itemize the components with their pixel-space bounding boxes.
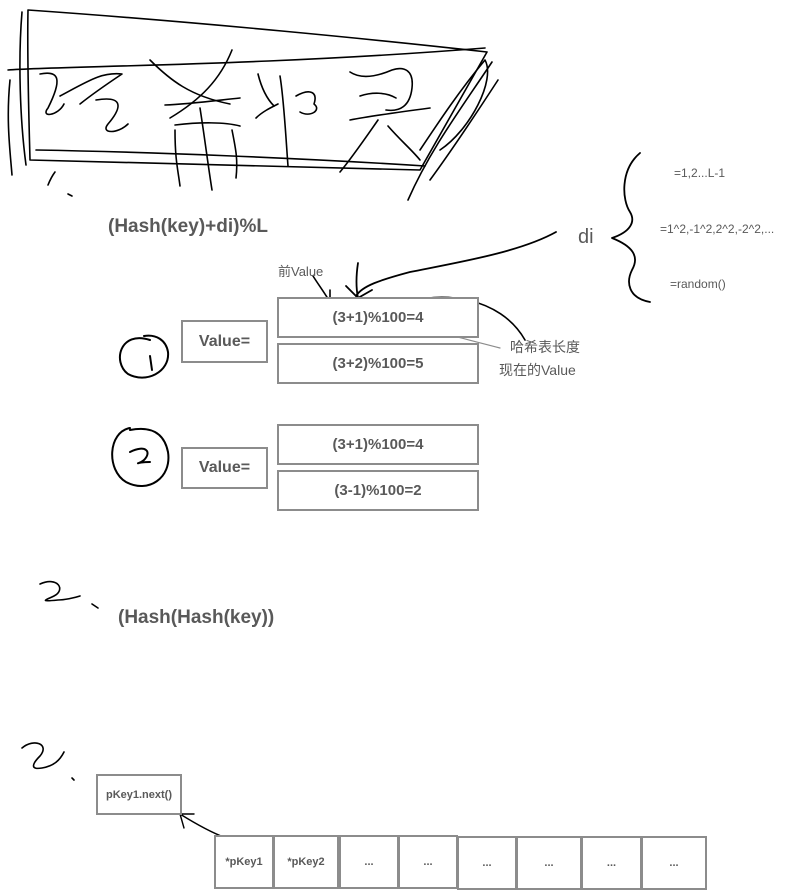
handwritten-number-2 <box>39 580 99 609</box>
di-label: di <box>578 226 594 248</box>
example-1-value-label: Value= <box>181 320 268 363</box>
bucket-cell: *pKey2 <box>273 835 339 889</box>
handwritten-number-3 <box>21 742 75 781</box>
bucket-cell: ... <box>339 835 399 889</box>
bucket-cell: ... <box>581 836 642 890</box>
bucket-cell: ... <box>641 836 707 890</box>
di-option-quadratic: =1^2,-1^2,2^2,-2^2,... <box>660 222 775 236</box>
bucket-cell: ... <box>516 836 582 890</box>
example-2-value-label: Value= <box>181 447 268 489</box>
di-arrow <box>355 231 557 297</box>
example-1-row-2: (3+2)%100=5 <box>277 343 479 384</box>
bucket-cell: ... <box>457 836 517 890</box>
example-2-row-2: (3-1)%100=2 <box>277 470 479 511</box>
formula-rehash: (Hash(Hash(key)) <box>118 607 275 628</box>
chain-next-box: pKey1.next() <box>96 774 182 815</box>
annotation-prev-value: 前Value <box>278 264 324 279</box>
bucket-cell: ... <box>398 835 458 889</box>
annotation-current-value: 现在的Value <box>499 362 576 378</box>
bucket-cell: *pKey1 <box>214 835 274 889</box>
di-option-random: =random() <box>670 277 726 291</box>
marker-1 <box>119 334 170 379</box>
di-brace <box>611 152 651 303</box>
example-1-row-1: (3+1)%100=4 <box>277 297 479 338</box>
di-option-linear: =1,2...L-1 <box>674 166 726 180</box>
annotation-table-length: 哈希表长度 <box>510 339 580 355</box>
formula-open-addressing: (Hash(key)+di)%L <box>108 216 268 237</box>
handwritten-title <box>7 9 499 201</box>
marker-2 <box>111 427 170 488</box>
example-2-row-1: (3+1)%100=4 <box>277 424 479 465</box>
